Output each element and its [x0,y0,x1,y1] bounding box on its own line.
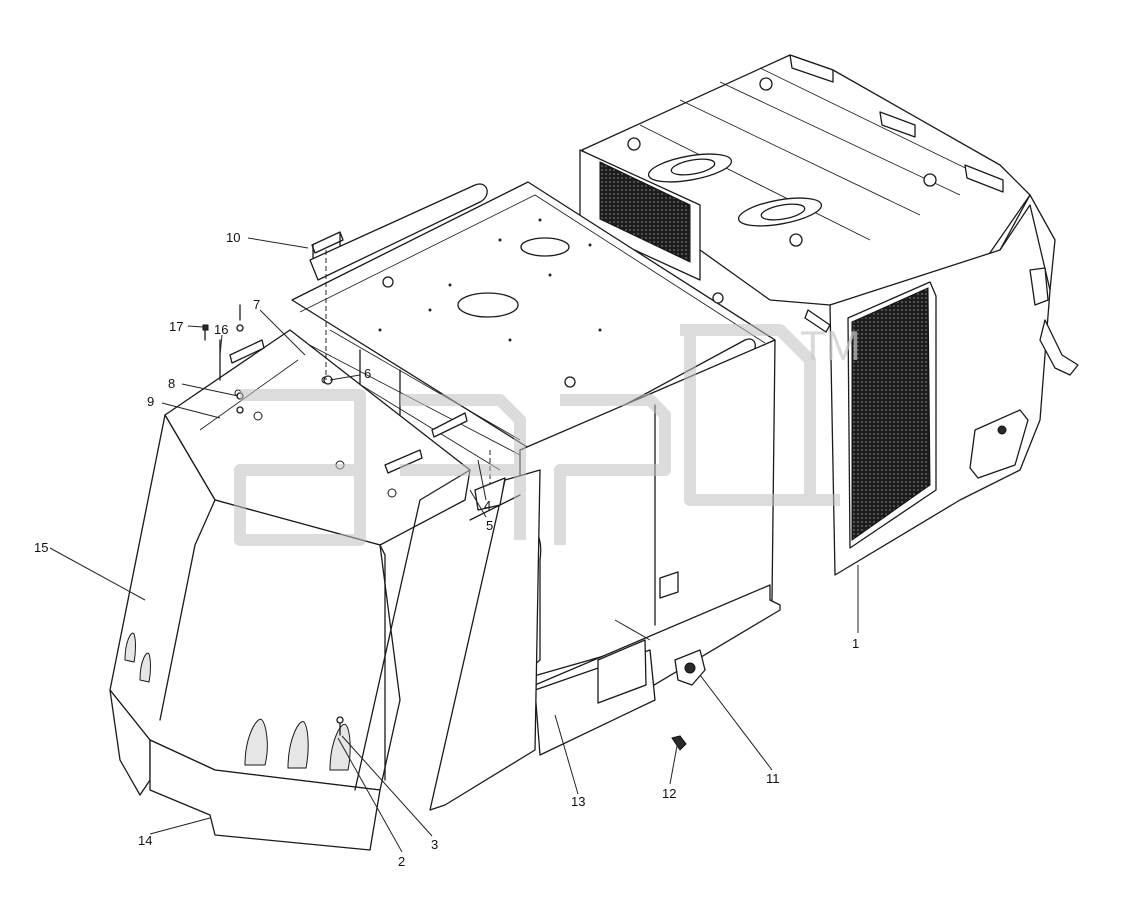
callout-10: 10 [226,230,240,245]
callout-11: 11 [766,771,780,786]
callout-8: 8 [168,376,175,391]
callout-9: 9 [147,394,154,409]
small-parts [202,231,706,751]
callout-13: 13 [571,794,585,809]
callout-16: 16 [214,322,228,337]
canopy-body [291,181,781,811]
callout-12: 12 [662,786,676,801]
front-cover [109,329,471,851]
callout-3: 3 [431,837,438,852]
callout-2: 2 [398,854,405,869]
callout-14: 14 [138,833,152,848]
callout-17: 17 [169,319,183,334]
engine-hood-assembly [579,54,1079,576]
watermark-tm: TM [800,322,861,369]
callout-numbers: 1 2 3 4 5 6 7 8 9 10 11 12 13 14 15 16 1… [34,230,859,869]
leader-lines [49,237,859,853]
callout-1: 1 [852,636,859,651]
callout-4: 4 [484,498,491,513]
callout-5: 5 [486,518,493,533]
callout-6: 6 [364,366,371,381]
watermark-logo: TM [234,322,861,546]
callout-15: 15 [34,540,48,555]
callout-7: 7 [253,297,260,312]
